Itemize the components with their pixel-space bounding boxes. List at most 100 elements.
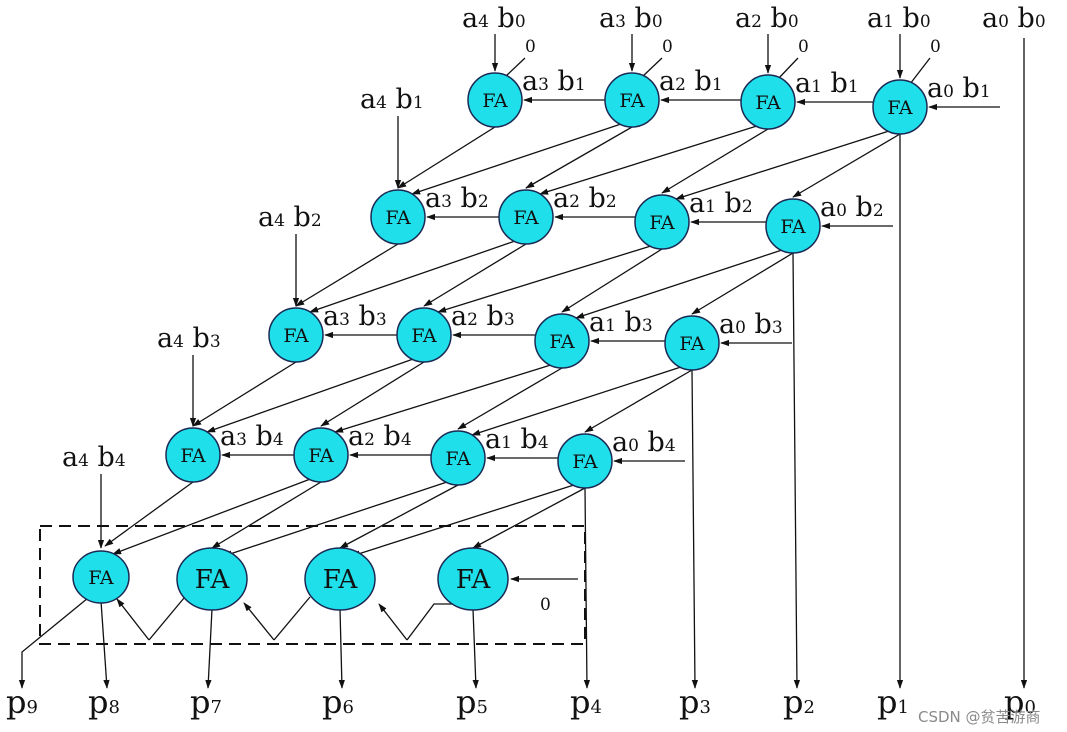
wire-sum-r0-c2: [661, 128, 769, 194]
input-label-r0-c2: a2 b0: [735, 3, 799, 34]
wire-sum-r1-c0: [295, 243, 399, 307]
fa-node-bottom-3-label: FA: [456, 565, 492, 595]
input-label-r4-c1: a2 b4: [348, 421, 412, 452]
fa-node-r2-c3: [664, 315, 720, 371]
output-label-p0: p0: [1004, 683, 1036, 721]
fa-node-r1-c3-label: FA: [780, 216, 806, 238]
wire-sum-r2-c1: [320, 361, 425, 427]
wire-ripple-1a: [148, 597, 185, 641]
wire-sum-r0-c3: [792, 133, 901, 198]
wire-ripple-2a: [273, 596, 311, 641]
output-label-p6: p6: [322, 683, 354, 721]
fa-node-r3-c2-label: FA: [445, 448, 471, 470]
wire-sum-r0-c0: [397, 126, 496, 189]
fa-node-r1-c0-label: FA: [385, 207, 411, 229]
wire-sum-r1-c3: [691, 252, 794, 315]
wire-sum-r3-c0: [104, 481, 194, 547]
output-label-p9: p9: [6, 683, 38, 721]
wire-carry-r3-c3: [351, 483, 578, 557]
fa-node-r3-c2: [430, 430, 486, 486]
fa-node-r0-c2-label: FA: [755, 92, 781, 114]
input-label-r2-c2: a1 b2: [689, 188, 753, 219]
fa-node-r0-c0: [467, 72, 523, 128]
wire-ripple-3b: [378, 603, 408, 641]
fa-node-r2-c0-label: FA: [283, 325, 309, 347]
wire-carry-r0-c1: [411, 122, 625, 195]
fa-node-r0-c1: [604, 72, 660, 128]
wire-ripple-3: [406, 603, 453, 641]
fa-node-bottom-2-label: FA: [323, 565, 359, 595]
wire-zero-r0-c3: [909, 57, 931, 85]
wire-ripple-2b: [243, 602, 275, 641]
wire-zero-r0-c0: [504, 57, 526, 78]
fa-node-r1-c2: [634, 194, 690, 250]
wire-out-p6: [338, 608, 345, 689]
fa-node-bottom-1-label: FA: [195, 565, 231, 595]
input-label-left-2: a4 b3: [157, 323, 221, 354]
wire-carry-r3-c2: [223, 480, 451, 557]
input-label-r1-c0: a3 b1: [522, 66, 586, 97]
adder-row-dashed-box: [39, 525, 586, 645]
wire-ripple-1b: [116, 598, 150, 641]
fa-node-r3-c1-label: FA: [308, 445, 334, 467]
wire-carry-r3-c1: [112, 477, 314, 555]
input-label-r3-c2: a1 b3: [589, 307, 653, 338]
input-label-r3-c1: a2 b3: [451, 301, 515, 332]
wire-carry-r0-c3: [675, 129, 893, 200]
wire-sum-r0-c1: [525, 126, 633, 189]
zero-label-r0-c0: 0: [525, 37, 536, 57]
fa-node-r2-c2: [534, 313, 590, 369]
fa-node-r3-c3-label: FA: [572, 451, 598, 473]
wire-sum-r2-c0: [192, 361, 297, 427]
watermark-text: CSDN @贫苦游商: [918, 708, 1041, 726]
wire-carry-r1-c1: [309, 239, 519, 313]
fa-node-r2-c1: [396, 307, 452, 363]
input-label-r0-c0: a4 b0: [462, 3, 526, 34]
output-label-p4: p4: [570, 683, 602, 721]
fa-node-r0-c2: [740, 74, 796, 130]
adder-box-layer: [39, 525, 586, 645]
wire-sum-r1-c1: [423, 243, 527, 307]
fa-node-r1-c3: [765, 198, 821, 254]
wire-carry-r2-c3: [471, 365, 685, 436]
fa-node-r3-c0-label: FA: [180, 445, 206, 467]
output-label-p1: p1: [877, 683, 909, 721]
wire-zero-r0-c2: [777, 57, 799, 80]
wire-out-r3: [583, 487, 591, 689]
input-label-r3-c0: a3 b3: [323, 301, 387, 332]
input-label-r2-c1: a2 b2: [553, 183, 617, 214]
input-label-left-1: a4 b2: [258, 202, 322, 233]
wire-out-p7: [205, 608, 213, 689]
fa-node-r3-c0: [165, 427, 221, 483]
output-label-p8: p8: [88, 683, 120, 721]
fa-node-r0-c3-label: FA: [887, 97, 913, 119]
wire-carry-r1-c3: [575, 248, 786, 319]
output-label-p2: p2: [783, 683, 815, 721]
fa-node-bottom-1: [176, 547, 248, 611]
input-label-left-3: a4 b4: [62, 442, 126, 473]
fa-node-bottom-0-label: FA: [88, 567, 114, 589]
wire-out-r1: [792, 252, 801, 689]
fa-node-r0-c0-label: FA: [482, 90, 508, 112]
wire-carry-r1-c2: [437, 244, 655, 313]
wire-sum-r1-c2: [561, 248, 663, 313]
zero-label-r0-c1: 0: [662, 37, 673, 57]
wires-layer: [18, 34, 1028, 689]
input-label-r1-c2: a1 b1: [795, 68, 859, 99]
fa-node-r3-c1: [293, 427, 349, 483]
input-label-r2-c0: a3 b2: [425, 183, 489, 214]
wire-out-r2: [691, 369, 699, 689]
input-label-r4-c2: a1 b4: [485, 424, 549, 455]
fa-node-r2-c2-label: FA: [549, 331, 575, 353]
fa-node-r3-c3: [557, 433, 613, 489]
input-label-left-0: a4 b1: [360, 84, 424, 115]
input-label-r4-c3: a0 b4: [612, 427, 676, 458]
fa-node-r0-c3: [872, 79, 928, 135]
input-label-r3-c3: a0 b3: [719, 309, 783, 340]
fa-node-r2-c1-label: FA: [411, 325, 437, 347]
wire-out-p9: [18, 597, 89, 689]
zero-label-r0-c2: 0: [798, 37, 809, 57]
wire-carry-r2-c2: [334, 363, 555, 433]
